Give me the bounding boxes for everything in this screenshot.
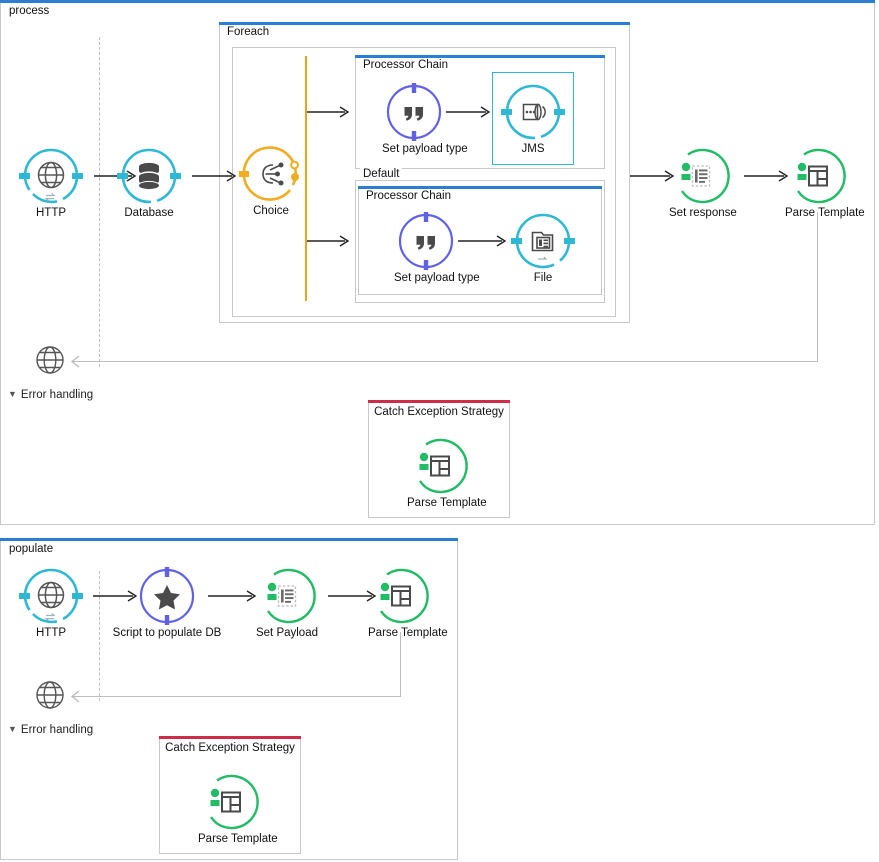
scope-title-default: Default (360, 168, 403, 180)
star-icon (139, 567, 195, 625)
return-path-process-vertical (817, 212, 818, 362)
error-handling-label: Error handling (20, 389, 94, 401)
connector-setpayload-file (458, 235, 507, 247)
node-label: Parse Template (407, 497, 487, 509)
parse-template-icon (411, 438, 468, 494)
node-label: File (533, 272, 553, 284)
quote-icon (398, 212, 454, 270)
parse-template-icon (372, 568, 429, 624)
quote-icon (386, 83, 442, 141)
node-database[interactable]: Database (117, 148, 181, 219)
node-label: Parse Template (198, 833, 278, 845)
connector-choice-branch-2 (307, 235, 350, 247)
source-process-divider-populate (99, 571, 100, 701)
node-http-in[interactable]: HTTP (19, 148, 83, 219)
return-path-process-horizontal (72, 361, 817, 362)
connector-setresponse-parsetemplate (744, 170, 789, 182)
scope-title-foreach: Foreach (227, 26, 273, 38)
node-set-payload[interactable]: Set Payload (255, 568, 319, 639)
globe-icon (30, 340, 70, 380)
catch-title: Catch Exception Strategy (374, 406, 504, 418)
return-path-populate-horizontal (72, 696, 400, 697)
globe-icon (30, 675, 70, 715)
parse-template-icon (789, 148, 846, 204)
node-label: Choice (253, 205, 289, 217)
jms-selection-box[interactable] (492, 72, 574, 165)
node-label: HTTP (35, 207, 67, 219)
parse-template-icon (202, 774, 259, 830)
node-label: Set response (669, 207, 737, 219)
node-file[interactable]: File (511, 213, 575, 284)
choice-icon (239, 146, 299, 202)
node-label: HTTP (35, 627, 67, 639)
file-icon (511, 213, 575, 269)
node-catch-parse-template[interactable]: Parse Template (407, 438, 487, 509)
node-set-payload-type-1[interactable]: Set payload type (382, 83, 468, 155)
error-handling-toggle-process[interactable]: ▼Error handling (8, 389, 93, 401)
catch-exception-strategy-process[interactable]: Catch Exception Strategy (368, 400, 510, 518)
node-http-response-endpoint (20, 340, 80, 380)
chevron-down-icon: ▼ (8, 724, 17, 734)
node-label: Script to populate DB (112, 627, 222, 639)
node-http-in-2[interactable]: HTTP (19, 568, 83, 639)
return-path-process-arrowhead (70, 355, 80, 368)
node-label: Database (124, 207, 174, 219)
choice-branch-bar (305, 56, 307, 301)
flow-title-process: process (9, 5, 50, 17)
node-set-response[interactable]: Set response (669, 148, 737, 219)
node-label: Parse Template (785, 207, 865, 219)
flow-title-populate: populate (9, 543, 54, 555)
scope-title-processor-chain-1: Processor Chain (363, 59, 452, 71)
source-process-divider (99, 37, 100, 367)
node-http-response-endpoint-2 (20, 675, 80, 715)
connector-choice-branch-1 (307, 106, 350, 118)
globe-icon (19, 148, 83, 204)
connector-foreach-setresponse (630, 170, 675, 182)
node-label: Set payload type (382, 143, 468, 155)
node-script-populate-db[interactable]: Script to populate DB (113, 567, 221, 639)
return-path-populate-vertical (400, 632, 401, 697)
jms-icon (501, 84, 565, 140)
node-catch-parse-template-2[interactable]: Parse Template (198, 774, 278, 845)
node-parse-template-2[interactable]: Parse Template (368, 568, 448, 639)
node-jms[interactable]: JMS (501, 84, 565, 155)
connector-script-setpayload (208, 590, 257, 602)
database-icon (117, 148, 181, 204)
node-parse-template[interactable]: Parse Template (785, 148, 865, 219)
error-handling-toggle-populate[interactable]: ▼Error handling (8, 724, 93, 736)
set-response-icon (673, 148, 730, 204)
connector-database-choice (192, 170, 237, 182)
node-label: Parse Template (368, 627, 448, 639)
node-label: JMS (521, 143, 545, 155)
catch-exception-strategy-populate[interactable]: Catch Exception Strategy (159, 736, 301, 854)
scope-title-processor-chain-2: Processor Chain (366, 190, 455, 202)
connector-http-script (93, 590, 138, 602)
node-set-payload-type-2[interactable]: Set payload type (394, 212, 480, 284)
globe-icon (19, 568, 83, 624)
set-response-icon (259, 568, 316, 624)
node-choice[interactable]: Choice (239, 146, 303, 217)
chevron-down-icon: ▼ (8, 389, 17, 399)
connector-setpayload-parsetemplate (328, 590, 377, 602)
catch-title: Catch Exception Strategy (165, 742, 295, 754)
return-path-populate-arrowhead (70, 690, 80, 703)
connector-setpayload-jms (446, 106, 491, 118)
node-label: Set payload type (394, 272, 480, 284)
node-label: Set Payload (255, 627, 318, 639)
error-handling-label: Error handling (20, 724, 94, 736)
